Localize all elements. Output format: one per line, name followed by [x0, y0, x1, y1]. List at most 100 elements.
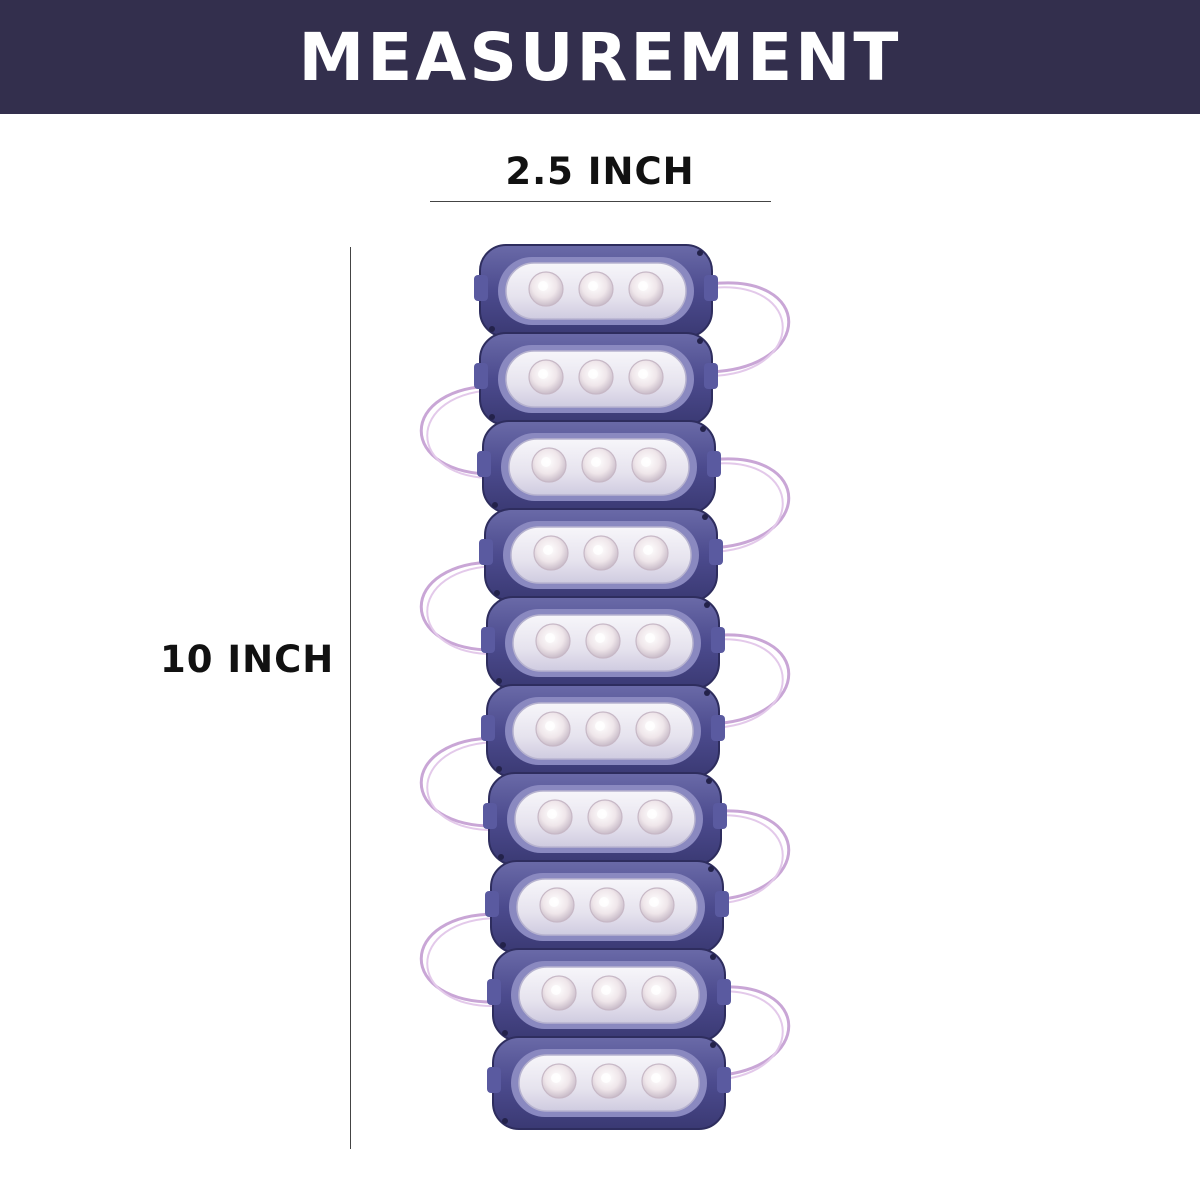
led-highlight: [595, 633, 605, 643]
wire-loop: [709, 286, 784, 377]
page-title: MEASUREMENT: [298, 18, 902, 96]
width-dimension-line: [430, 201, 771, 202]
led-module-strip-image: [419, 244, 791, 1130]
led-highlight: [601, 1073, 611, 1083]
led-highlight: [645, 721, 655, 731]
wire-loop: [426, 917, 501, 1008]
led-module: [481, 596, 725, 690]
led-highlight: [645, 633, 655, 643]
screw-hole: [706, 778, 712, 784]
led-highlight: [638, 281, 648, 291]
led-highlight: [593, 545, 603, 555]
led-highlight: [549, 897, 559, 907]
screw-hole: [489, 326, 495, 332]
wire-connector: [481, 627, 495, 653]
led-module: [483, 772, 727, 866]
led-highlight: [551, 985, 561, 995]
screw-hole: [500, 942, 506, 948]
wire-connector: [704, 275, 718, 301]
led-highlight: [538, 281, 548, 291]
led-module: [487, 1036, 731, 1130]
led-module: [487, 948, 731, 1042]
wire-connector: [474, 275, 488, 301]
led-module: [474, 332, 718, 426]
led-highlight: [545, 721, 555, 731]
led-highlight: [651, 985, 661, 995]
led-highlight: [647, 809, 657, 819]
wire-loop: [426, 565, 501, 656]
wire-connector: [717, 1067, 731, 1093]
wire-connector: [711, 627, 725, 653]
led-highlight: [541, 457, 551, 467]
wire-loop: [709, 990, 784, 1081]
led-highlight: [641, 457, 651, 467]
led-module: [479, 508, 723, 602]
screw-hole: [704, 602, 710, 608]
led-module: [477, 420, 721, 514]
header-banner: MEASUREMENT: [0, 0, 1200, 114]
screw-hole: [498, 854, 504, 860]
screw-hole: [492, 502, 498, 508]
wire-loop: [709, 457, 791, 550]
wire-loop: [419, 912, 501, 1004]
wire-connector: [704, 363, 718, 389]
led-highlight: [588, 369, 598, 379]
led-highlight: [599, 897, 609, 907]
led-modules: [474, 244, 731, 1130]
wire-connector: [485, 891, 499, 917]
screw-hole: [704, 690, 710, 696]
led-highlight: [538, 369, 548, 379]
led-highlight: [551, 1073, 561, 1083]
screw-hole: [700, 426, 706, 432]
screw-hole: [489, 414, 495, 420]
height-dimension-label: 10 INCH: [160, 638, 335, 681]
wire-loops: [419, 281, 791, 1081]
wire-connector: [707, 451, 721, 477]
led-highlight: [643, 545, 653, 555]
height-dimension-line: [350, 247, 351, 1149]
wire-connector: [483, 803, 497, 829]
led-highlight: [591, 457, 601, 467]
screw-hole: [697, 338, 703, 344]
wire-connector: [477, 451, 491, 477]
led-highlight: [545, 633, 555, 643]
wire-loop: [709, 462, 784, 553]
led-highlight: [638, 369, 648, 379]
led-highlight: [588, 281, 598, 291]
led-module: [474, 244, 718, 338]
led-module: [485, 860, 729, 954]
wire-connector: [715, 891, 729, 917]
wire-connector: [709, 539, 723, 565]
wire-loop: [709, 814, 784, 905]
wire-connector: [487, 1067, 501, 1093]
led-highlight: [595, 721, 605, 731]
wire-loop: [426, 389, 501, 480]
wire-loop: [709, 809, 791, 902]
led-module: [481, 684, 725, 778]
led-highlight: [651, 1073, 661, 1083]
led-highlight: [601, 985, 611, 995]
led-highlight: [649, 897, 659, 907]
wire-loop: [709, 638, 784, 729]
screw-hole: [496, 766, 502, 772]
wire-loop: [709, 281, 791, 374]
screw-hole: [710, 954, 716, 960]
wire-connector: [487, 979, 501, 1005]
wire-loop: [709, 985, 791, 1078]
wire-connector: [474, 363, 488, 389]
screw-hole: [708, 866, 714, 872]
wire-connector: [713, 803, 727, 829]
screw-hole: [496, 678, 502, 684]
wire-loop: [419, 560, 501, 652]
wire-connector: [479, 539, 493, 565]
wire-loop: [419, 736, 501, 828]
screw-hole: [697, 250, 703, 256]
wire-connector: [711, 715, 725, 741]
wire-connector: [717, 979, 731, 1005]
led-highlight: [597, 809, 607, 819]
screw-hole: [702, 514, 708, 520]
wire-loop: [426, 741, 501, 832]
led-highlight: [543, 545, 553, 555]
width-dimension-label: 2.5 INCH: [505, 150, 695, 193]
screw-hole: [502, 1118, 508, 1124]
